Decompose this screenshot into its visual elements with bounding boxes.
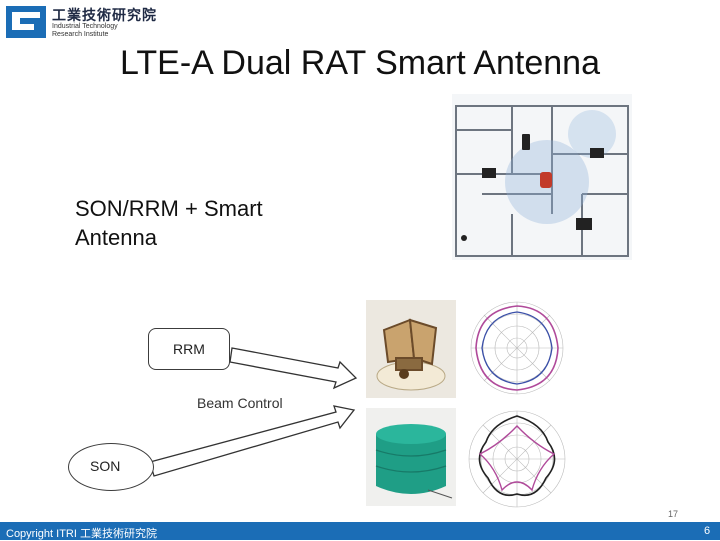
antenna-enclosure-photo <box>366 408 456 506</box>
copyright-text: Copyright ITRI 工業技術研究院 <box>6 528 157 540</box>
arrow-son-to-antenna <box>149 405 356 477</box>
son-label: SON <box>90 458 121 474</box>
floor-plan-image <box>452 94 632 260</box>
slide-title: LTE-A Dual RAT Smart Antenna <box>119 44 600 82</box>
logo-name-en-line2: Research Institute <box>52 30 109 38</box>
beam-control-label: Beam Control <box>197 395 283 411</box>
radiation-pattern-plot-1 <box>462 296 572 400</box>
logo-name-en-line1: Industrial Technology <box>52 23 118 30</box>
laptop-device <box>482 168 496 178</box>
router-device <box>540 172 552 188</box>
slide-number: 6 <box>704 525 711 537</box>
son-ellipse <box>68 443 154 491</box>
rrm-label: RRM <box>173 341 205 357</box>
itri-logo <box>6 6 46 38</box>
antenna-prototype-photo <box>366 300 456 398</box>
laptop-device-2 <box>590 148 604 158</box>
flow-arrows <box>149 347 358 477</box>
rrm-box: RRM <box>148 328 230 370</box>
logo-f-shape <box>12 12 40 30</box>
phone-device <box>522 134 530 150</box>
tablet-device <box>576 218 592 230</box>
page-number: 17 <box>668 509 679 519</box>
slide-subtitle: SON/RRM + Smart Antenna <box>75 196 263 250</box>
logo-name-zh: 工業技術研究院 <box>52 8 157 24</box>
arrow-rrm-to-antenna <box>229 347 358 390</box>
footer-bar <box>0 522 720 540</box>
radiation-pattern-plot-2 <box>462 404 572 514</box>
